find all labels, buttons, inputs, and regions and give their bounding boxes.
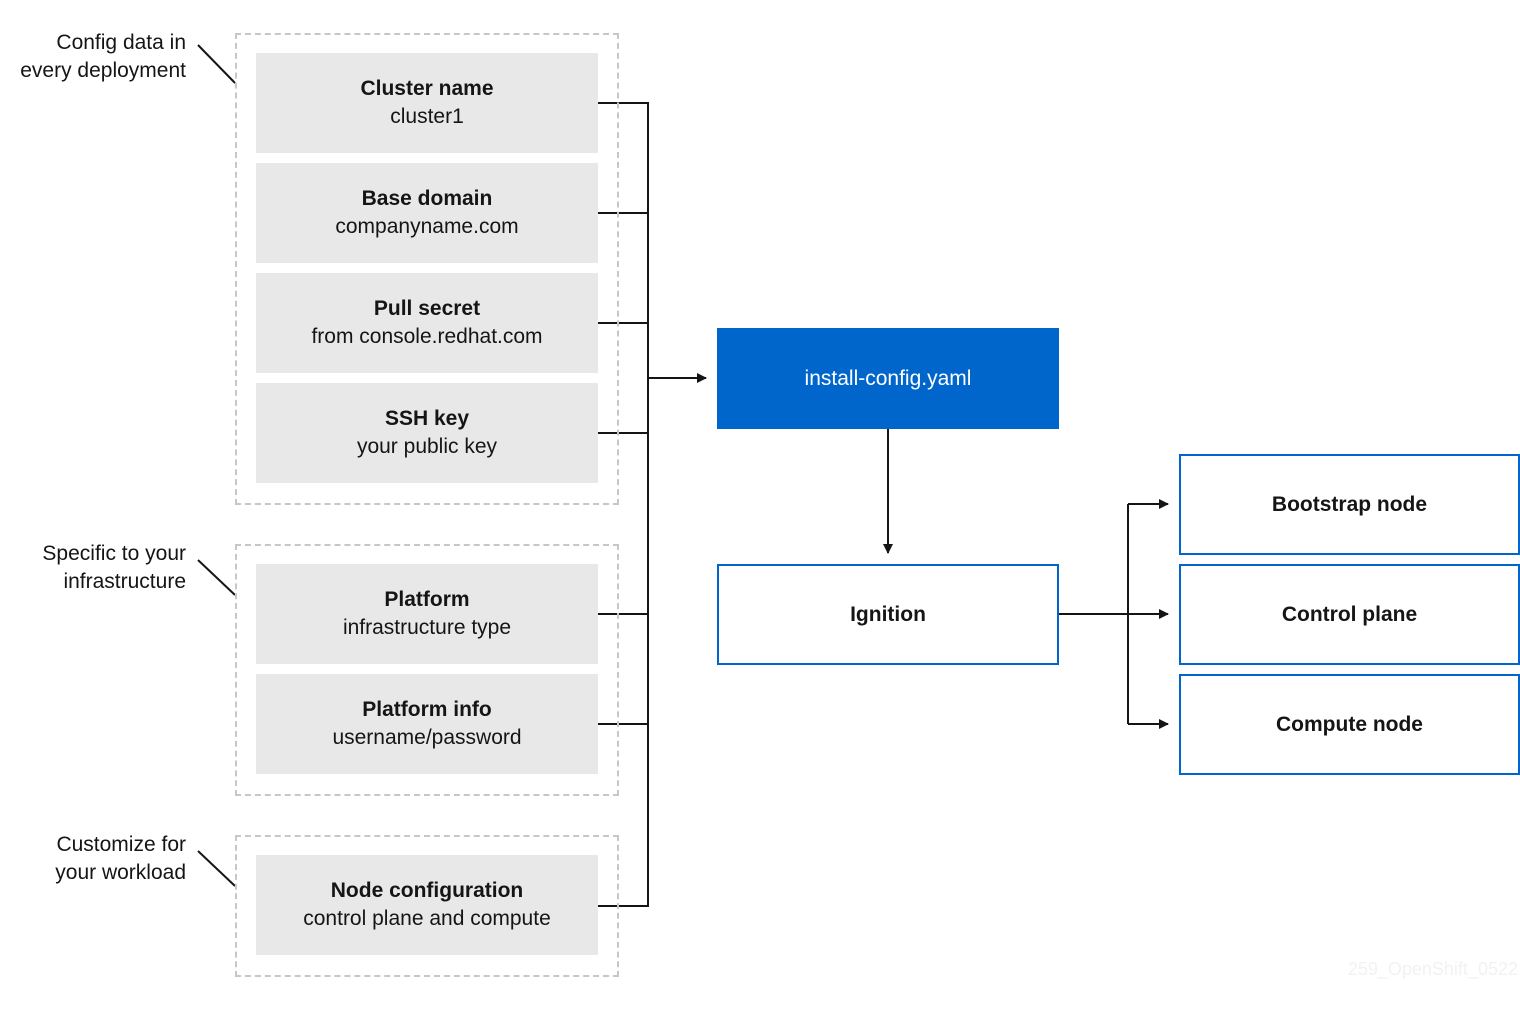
group-label-config-data: Config data in every deployment [0, 29, 186, 85]
card-title: Base domain [361, 187, 493, 210]
group-label-line: your workload [55, 861, 186, 884]
install-config-node: install-config.yaml [717, 328, 1059, 429]
card-pull-secret: Pull secret from console.redhat.com [256, 273, 598, 373]
card-title: SSH key [384, 407, 470, 430]
ignition-node: Ignition [717, 564, 1059, 665]
group-label-line: infrastructure [63, 570, 186, 593]
card-title: Pull secret [373, 297, 481, 320]
card-subtitle: companyname.com [335, 215, 519, 238]
card-title: Platform [384, 588, 470, 611]
group-box-infrastructure [235, 544, 619, 796]
group-box-workload [235, 835, 619, 977]
card-cluster-name: Cluster name cluster1 [256, 53, 598, 153]
bootstrap-node-label: Bootstrap node [1271, 492, 1428, 516]
group-label-line: Specific to your [42, 542, 186, 565]
card-node-configuration: Node configuration control plane and com… [256, 855, 598, 955]
card-title: Cluster name [360, 77, 494, 100]
group-box-config-data [235, 33, 619, 505]
leader-line-workload [197, 850, 236, 887]
card-subtitle: cluster1 [390, 105, 464, 128]
leader-line-config-data [197, 44, 236, 84]
group-label-infrastructure: Specific to your infrastructure [0, 540, 186, 596]
leader-line-infrastructure [197, 559, 236, 596]
group-label-workload: Customize for your workload [0, 831, 186, 887]
install-config-label: install-config.yaml [804, 366, 972, 390]
card-title: Platform info [362, 698, 492, 721]
card-subtitle: control plane and compute [303, 907, 551, 930]
control-plane-label: Control plane [1281, 602, 1418, 626]
ignition-label: Ignition [850, 602, 926, 626]
bootstrap-node: Bootstrap node [1179, 454, 1520, 555]
compute-node: Compute node [1179, 674, 1520, 775]
card-platform-info: Platform info username/password [256, 674, 598, 774]
figure-id-watermark: 259_OpenShift_0522 [1347, 959, 1518, 979]
card-platform: Platform infrastructure type [256, 564, 598, 664]
card-base-domain: Base domain companyname.com [256, 163, 598, 263]
group-label-line: Config data in [56, 31, 186, 54]
card-subtitle: infrastructure type [342, 616, 512, 639]
group-label-line: Customize for [56, 833, 186, 856]
compute-node-label: Compute node [1276, 712, 1423, 736]
card-title: Node configuration [330, 879, 524, 902]
control-plane-node: Control plane [1179, 564, 1520, 665]
card-subtitle: your public key [356, 435, 498, 458]
card-subtitle: from console.redhat.com [311, 325, 543, 348]
group-label-line: every deployment [20, 59, 186, 82]
card-ssh-key: SSH key your public key [256, 383, 598, 483]
card-subtitle: username/password [332, 726, 522, 749]
